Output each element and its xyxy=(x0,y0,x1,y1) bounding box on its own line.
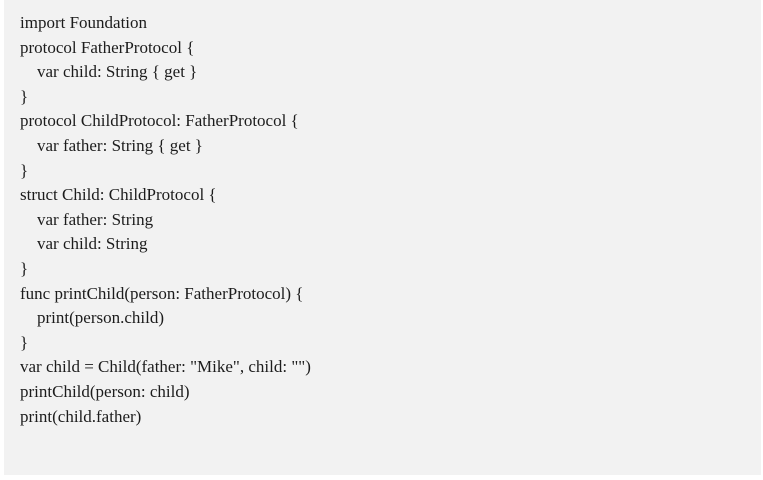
code-line-4: } xyxy=(20,86,29,106)
code-block: import Foundation protocol FatherProtoco… xyxy=(4,0,761,475)
code-line-13: print(person.child) xyxy=(20,308,164,328)
code-line-11: } xyxy=(20,258,29,278)
code-line-7: } xyxy=(20,160,29,180)
code-line-15: var child = Child(father: "Mike", child:… xyxy=(20,357,311,377)
code-line-16: printChild(person: child) xyxy=(20,381,190,401)
code-line-12: func printChild(person: FatherProtocol) … xyxy=(20,283,304,303)
code-line-6: var father: String { get } xyxy=(20,135,203,155)
code-line-8: struct Child: ChildProtocol { xyxy=(20,185,217,205)
code-line-14: } xyxy=(20,332,29,352)
code-line-9: var father: String xyxy=(20,209,154,229)
code-line-2: protocol FatherProtocol { xyxy=(20,37,195,57)
code-line-3: var child: String { get } xyxy=(20,62,198,82)
code-line-10: var child: String xyxy=(20,234,148,254)
code-line-17: print(child.father) xyxy=(20,406,142,426)
code-line-5: protocol ChildProtocol: FatherProtocol { xyxy=(20,111,299,131)
code-line-1: import Foundation xyxy=(20,13,148,32)
